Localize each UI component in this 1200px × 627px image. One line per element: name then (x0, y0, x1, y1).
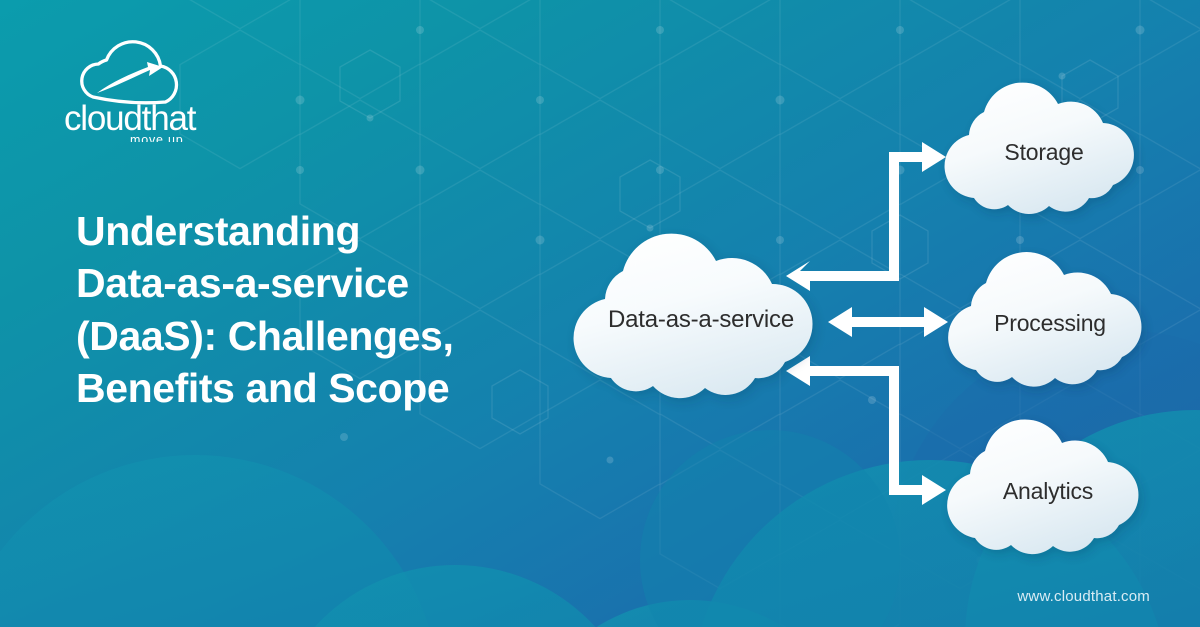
logo-tagline: move up. (130, 133, 188, 142)
cloud-node-label-processing: Processing (994, 309, 1106, 336)
cloudthat-logo[interactable]: cloudthat move up. cloudthat move up. (56, 32, 236, 142)
headline-line-4: Benefits and Scope (76, 365, 450, 412)
logo-svg: cloudthat move up. (64, 40, 198, 142)
site-url[interactable]: www.cloudthat.com (1017, 588, 1150, 605)
headline-line-1: Understanding (76, 208, 361, 254)
cloud-node-processing[interactable]: Processing (930, 251, 1170, 394)
cloud-node-label-analytics: Analytics (1002, 477, 1094, 504)
cloud-shape-icon (944, 82, 1134, 214)
cloud-node-data-as-a-service[interactable]: Data-as-a-service (556, 232, 846, 407)
headline-line-2: Data-as-a-service (76, 260, 409, 307)
logo-wordmark: cloudthat (64, 99, 197, 138)
cloud-with-upward-arrow-icon (80, 40, 179, 105)
cloud-node-analytics[interactable]: Analytics (930, 419, 1166, 562)
cloud-node-label-data-as-a-service: Data-as-a-service (608, 305, 794, 333)
cloud-shape-icon (948, 251, 1142, 387)
cloud-node-label-storage: Storage (1004, 138, 1084, 165)
headline-line-3: (DaaS): Challenges, (76, 312, 454, 359)
cloud-node-storage[interactable]: Storage (930, 82, 1158, 222)
cloud-shape-icon (573, 233, 813, 399)
page-title: Understanding Data-as-a-service (DaaS): … (76, 205, 596, 415)
cloud-shape-icon (947, 419, 1139, 555)
